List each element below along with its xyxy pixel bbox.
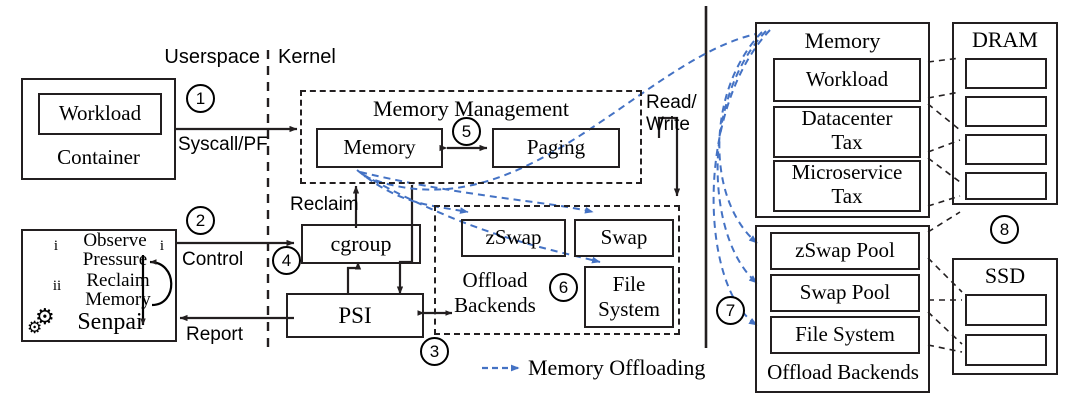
right-offload-backends-box — [755, 225, 930, 393]
dram-title: DRAM — [971, 26, 1038, 52]
cgroup-box — [301, 224, 421, 264]
senpai-step-i-numeral: i — [159, 238, 165, 255]
ssd-box — [952, 258, 1058, 375]
right-zswap-pool-label: zSwap Pool — [795, 238, 895, 263]
senpai-step-i-marker: i — [53, 238, 59, 255]
workload-box — [38, 93, 162, 135]
psi-label: PSI — [338, 302, 372, 328]
swap-box — [574, 219, 674, 257]
kernel-label: Kernel — [278, 45, 336, 68]
offload-flow-swap — [359, 171, 594, 214]
container-label: Container — [57, 145, 140, 170]
cgroup-label: cgroup — [330, 230, 392, 256]
ssd-mapping-lines — [927, 211, 963, 353]
offload-backends-title: Offload Backends — [454, 267, 536, 317]
read-write-label: Read/ Write — [646, 92, 697, 135]
ssd-title: SSD — [984, 262, 1026, 288]
psi-box — [286, 293, 424, 338]
right-memory-title: Memory — [804, 27, 881, 53]
step-marker-5: 5 — [452, 117, 481, 146]
dram-slot — [965, 134, 1047, 165]
workload-label: Workload — [58, 101, 142, 126]
senpai-step-i-text: Observe Pressure — [82, 229, 148, 270]
offload-backends-box — [434, 205, 680, 335]
dram-mapping-lines — [927, 57, 961, 207]
swap-label: Swap — [600, 225, 648, 250]
edge-psi-cgroup — [346, 261, 362, 294]
zswap-box — [461, 219, 566, 257]
step-marker-8: 8 — [990, 215, 1019, 244]
step-marker-1: 1 — [186, 84, 215, 113]
right-swap-pool-label: Swap Pool — [799, 280, 891, 305]
reclaim-label: Reclaim — [290, 194, 359, 216]
offload-flow-right-long — [363, 33, 757, 191]
senpai-feedback-arrow — [149, 259, 173, 307]
right-swap-pool-box — [770, 274, 920, 312]
senpai-step-ii-numeral: ii — [52, 278, 62, 295]
dram-slot — [965, 58, 1047, 89]
right-memory-item-datacenter-tax-box — [773, 106, 921, 158]
step-marker-6: 6 — [549, 273, 578, 302]
right-memory-item-workload-label: Workload — [805, 67, 889, 92]
file-system-box — [584, 266, 674, 328]
right-offload-backends-title: Offload Backends — [767, 360, 919, 385]
ssd-slot — [965, 334, 1047, 366]
step-marker-2: 2 — [186, 206, 215, 235]
dram-slot — [965, 172, 1047, 200]
right-file-system-box — [770, 316, 920, 354]
right-memory-item-microservice-tax-box — [773, 160, 921, 212]
edge-read-write — [657, 116, 681, 197]
right-memory-box — [755, 22, 930, 218]
paging-box — [492, 128, 620, 168]
senpai-label: Senpai — [77, 308, 143, 335]
offload-flow-zswap — [356, 169, 469, 214]
userspace-label: Userspace — [164, 45, 260, 68]
file-system-label: File System — [598, 271, 660, 321]
memory-management-title: Memory Management — [372, 95, 570, 121]
right-memory-item-datacenter-tax-label: Datacenter Tax — [801, 106, 893, 154]
gears-icon: ⚙ ⚙ — [27, 304, 55, 337]
control-label: Control — [182, 249, 244, 271]
right-file-system-label: File System — [795, 322, 895, 347]
report-label: Report — [186, 324, 244, 346]
memory-label: Memory — [343, 135, 416, 160]
step-marker-3: 3 — [420, 337, 449, 366]
right-offload-flow-swap — [716, 30, 767, 284]
ssd-slot — [965, 294, 1047, 326]
right-memory-item-microservice-tax-label: Microservice Tax — [791, 160, 903, 208]
legend-memory-offloading-label: Memory Offloading — [528, 354, 706, 380]
memory-management-box — [300, 90, 642, 184]
zswap-label: zSwap — [485, 225, 542, 250]
step-marker-4: 4 — [272, 246, 301, 275]
container-box — [21, 78, 176, 180]
right-memory-item-workload-box — [773, 58, 921, 102]
dram-box — [952, 22, 1058, 205]
senpai-box — [21, 229, 177, 342]
dram-slot — [965, 96, 1047, 127]
step-marker-7: 7 — [716, 296, 745, 325]
syscall-pf-label: Syscall/PF — [178, 134, 268, 156]
memory-box — [316, 128, 443, 168]
paging-label: Paging — [526, 135, 586, 160]
senpai-step-ii-text: Reclaim Memory — [85, 269, 151, 310]
right-zswap-pool-box — [770, 232, 920, 270]
